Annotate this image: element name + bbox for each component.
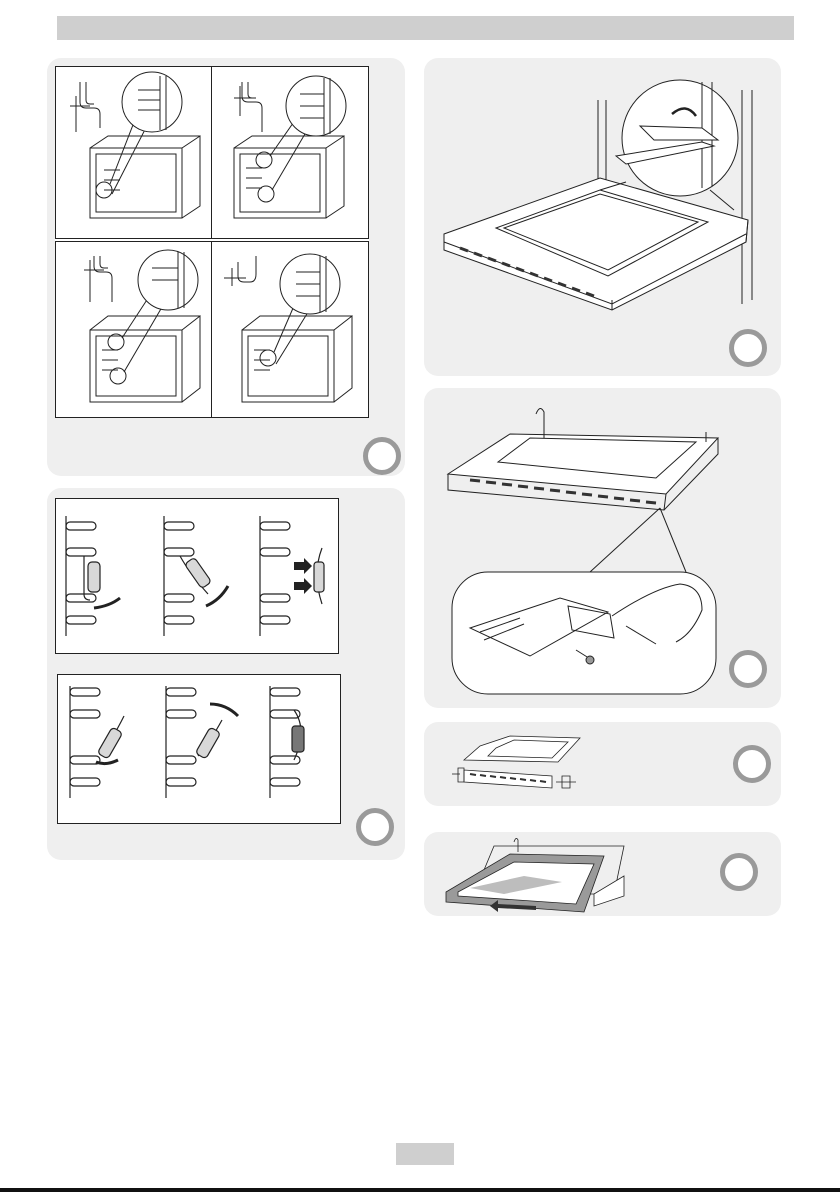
grid-divider-horizontal	[55, 238, 369, 242]
door-hinge-illustration	[440, 70, 770, 316]
door-glass-removal-illustration	[450, 728, 590, 800]
door-screw-illustration	[440, 398, 770, 698]
rack-position-1-illustration	[60, 72, 206, 232]
figure-badge-door-screw	[729, 650, 767, 688]
figure-badge-door-hinge	[729, 329, 767, 367]
figure-badge-glass-slide	[720, 853, 758, 891]
figure-badge-door-glass-removal	[733, 745, 771, 783]
grid-divider-vertical	[211, 66, 212, 418]
glass-slide-illustration	[444, 836, 634, 914]
bottom-rule	[0, 1188, 840, 1192]
figure-badge-support-clips	[356, 808, 394, 846]
rack-position-4-illustration	[216, 246, 366, 412]
header-bar	[57, 16, 794, 40]
clip-refit-steps-illustration	[62, 680, 338, 820]
page-number-tab	[396, 1143, 454, 1165]
rack-position-3-illustration	[60, 246, 206, 412]
rack-position-2-illustration	[216, 72, 362, 232]
clip-removal-steps-illustration	[60, 504, 336, 650]
figure-badge-rack-positions	[363, 437, 401, 475]
